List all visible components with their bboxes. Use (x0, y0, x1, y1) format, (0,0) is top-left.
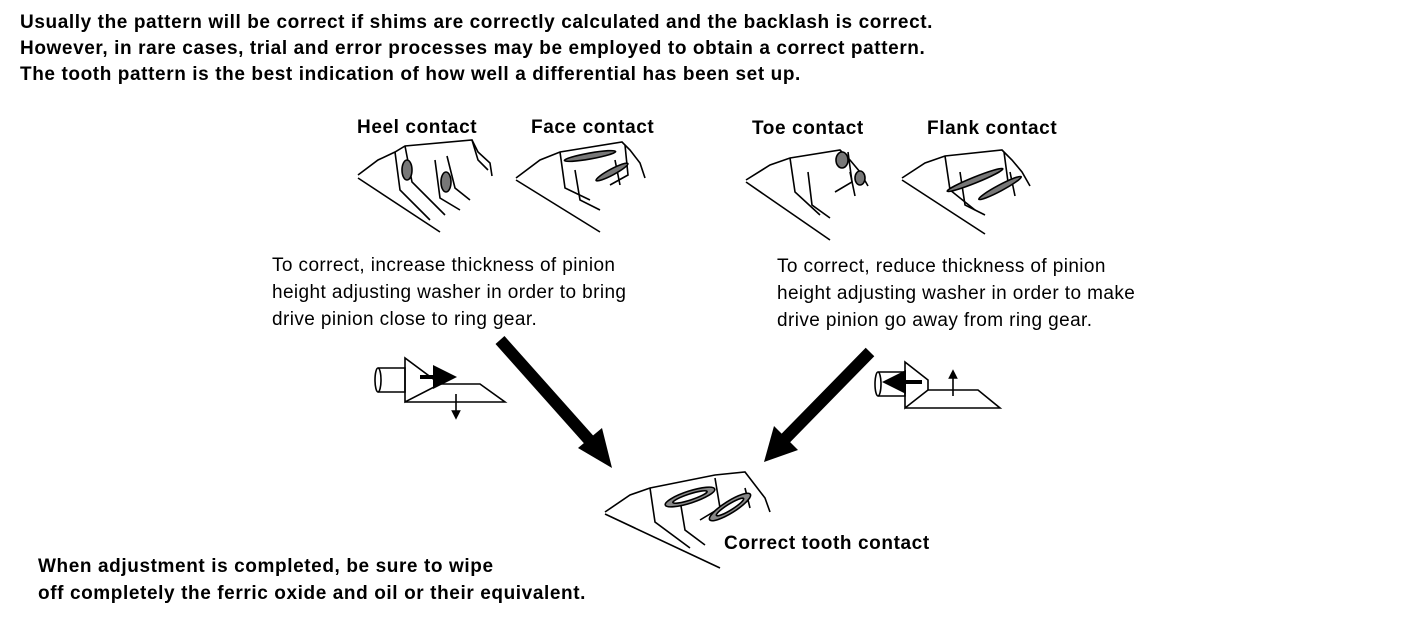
final-note-line-2: off completely the ferric oxide and oil … (38, 583, 587, 604)
flank-contact-teeth-icon (901, 149, 1031, 235)
reduce-line-1: To correct, reduce thickness of pinion (777, 256, 1106, 277)
intro-line-1: Usually the pattern will be correct if s… (20, 12, 934, 33)
correct-contact-label: Correct tooth contact (724, 533, 930, 554)
intro-paragraph: Usually the pattern will be correct if s… (20, 10, 933, 88)
increase-line-2: height adjusting washer in order to brin… (272, 282, 627, 303)
reduce-thickness-instruction: To correct, reduce thickness of pinion h… (777, 253, 1135, 334)
correct-contact-teeth-icon (604, 471, 771, 569)
pinion-toward-ring-gear-diagram (374, 356, 508, 420)
increase-line-1: To correct, increase thickness of pinion (272, 255, 616, 276)
intro-line-2: However, in rare cases, trial and error … (20, 38, 926, 59)
face-contact-teeth-icon (515, 141, 646, 233)
toe-contact-label: Toe contact (752, 118, 864, 139)
increase-thickness-instruction: To correct, increase thickness of pinion… (272, 252, 626, 333)
intro-line-3: The tooth pattern is the best indication… (20, 64, 801, 85)
flank-contact-label: Flank contact (927, 118, 1058, 139)
reduce-line-3: drive pinion go away from ring gear. (777, 310, 1093, 331)
heel-contact-teeth-icon (357, 139, 493, 233)
face-contact-label: Face contact (531, 117, 655, 138)
toe-contact-teeth-icon (745, 149, 869, 241)
arrow-to-correct-right-icon (764, 347, 875, 462)
final-note-line-1: When adjustment is completed, be sure to… (38, 556, 494, 577)
final-note: When adjustment is completed, be sure to… (38, 553, 586, 607)
increase-line-3: drive pinion close to ring gear. (272, 309, 538, 330)
reduce-line-2: height adjusting washer in order to make (777, 283, 1136, 304)
arrow-to-correct-left-icon (495, 336, 612, 468)
heel-contact-label: Heel contact (357, 117, 478, 138)
pinion-away-from-ring-gear-diagram (874, 360, 1003, 410)
